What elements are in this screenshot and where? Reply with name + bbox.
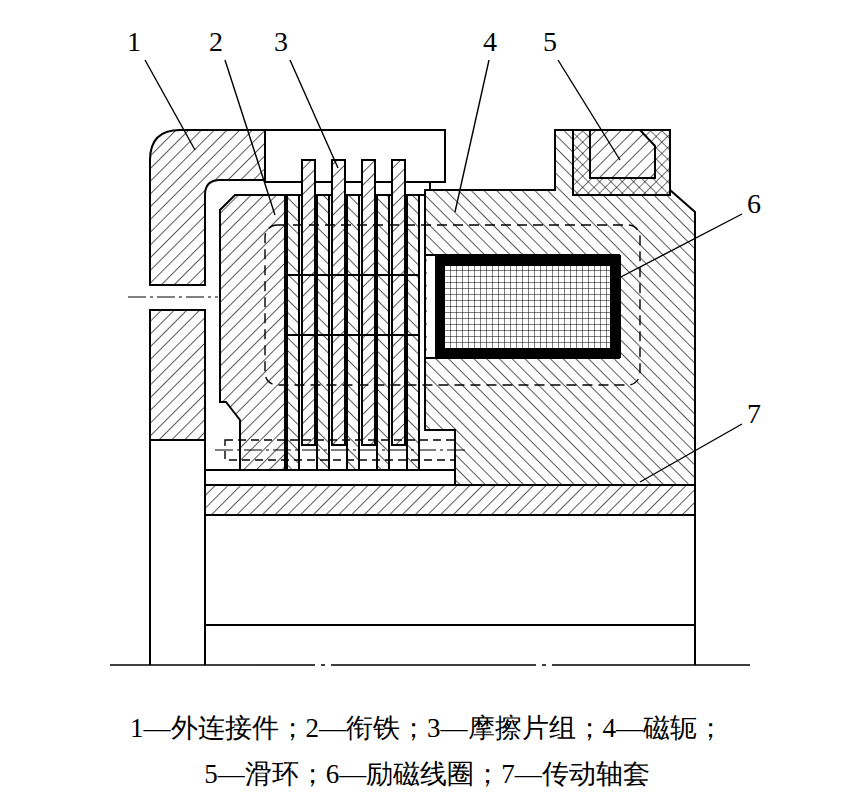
- callout-number: 3: [274, 28, 288, 56]
- callout-number: 2: [209, 28, 223, 56]
- callout-number: 6: [747, 190, 761, 218]
- callout-number: 7: [747, 400, 761, 428]
- callout-number: 1: [127, 28, 141, 56]
- figure-caption: 1—外连接件；2—衔铁；3—摩擦片组；4—磁轭； 5—滑环；6—励磁线圈；7—传…: [0, 705, 854, 797]
- callout-number: 4: [483, 28, 497, 56]
- callout-number: 5: [543, 28, 557, 56]
- drawing: [110, 60, 750, 665]
